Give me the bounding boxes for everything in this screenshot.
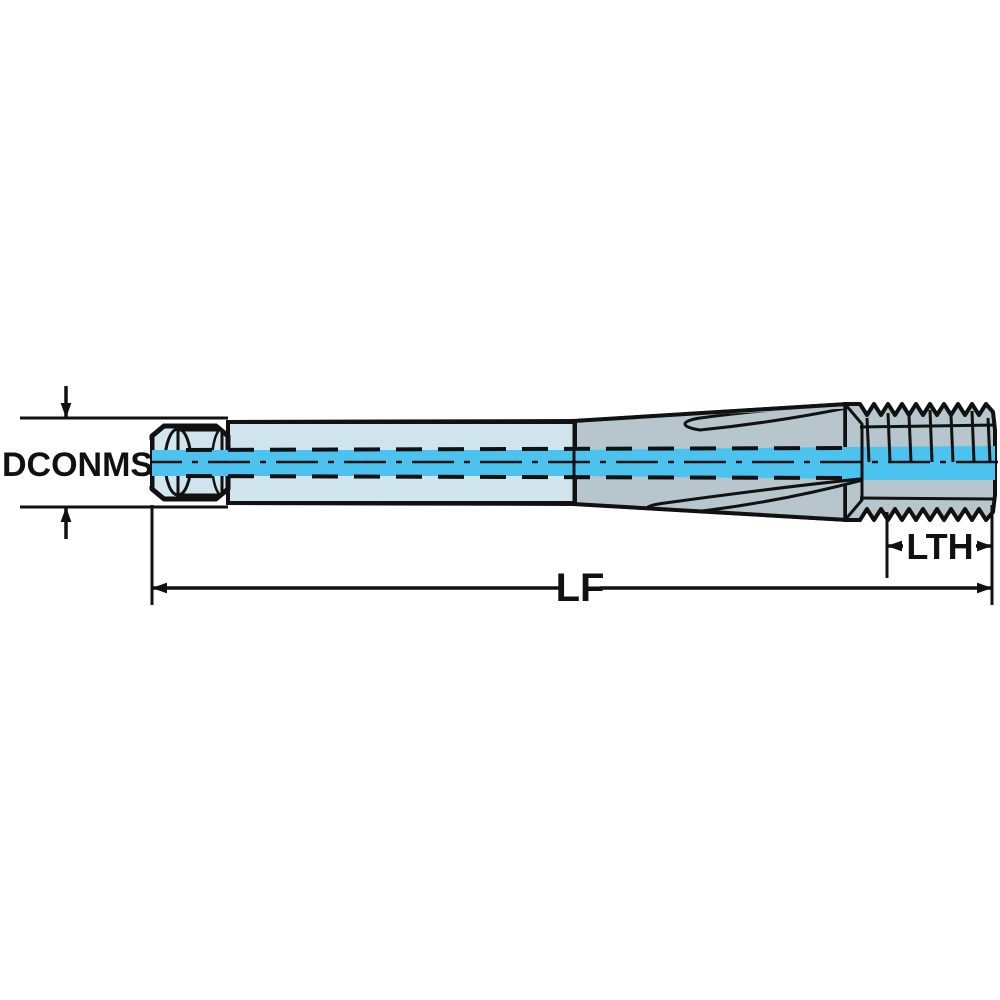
thread-flank-6 — [970, 410, 976, 463]
flute-bottom-edge — [572, 502, 849, 522]
dimension-lf: LF — [150, 505, 994, 610]
shank-top-edge — [227, 419, 576, 424]
dimension-lth: LTH — [885, 512, 994, 578]
lth-label: LTH — [906, 526, 973, 567]
dconms-label: DCONMS — [2, 446, 153, 484]
dconms-label-backing — [0, 440, 150, 486]
tap-tool-body — [140, 402, 1000, 522]
thread-flank-4 — [928, 409, 934, 463]
flute-top-edge — [572, 402, 849, 423]
hidden-bore-line-upper — [185, 446, 846, 452]
hidden-bore-line-lower — [185, 474, 846, 480]
thread-flank-5 — [949, 414, 955, 463]
dimension-dconms: DCONMS — [0, 386, 228, 539]
thread-flank-7 — [986, 417, 992, 463]
hidden-bore-lines — [185, 446, 846, 480]
thread-root-upper-line — [859, 423, 996, 429]
lf-label: LF — [556, 566, 605, 610]
thread-flank-2 — [886, 412, 892, 463]
body-outline-overstroke — [227, 402, 849, 522]
thread-flank-3 — [907, 414, 913, 463]
shank-bottom-edge — [227, 501, 576, 506]
thread-root-lower-line — [859, 496, 996, 501]
thread-flank-1 — [865, 417, 871, 463]
